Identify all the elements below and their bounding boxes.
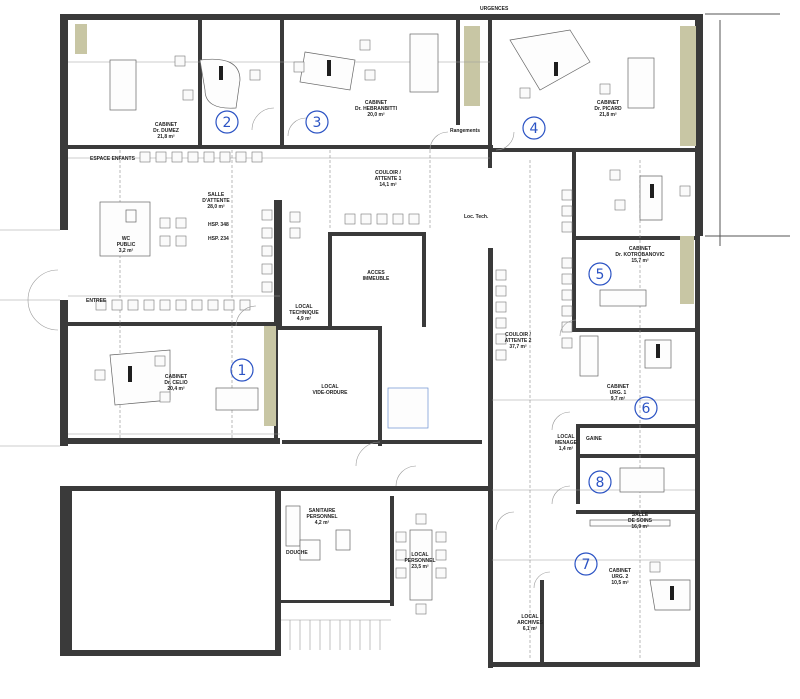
room-number-1: 1	[238, 363, 247, 379]
cab7-name: CABINET	[609, 568, 631, 574]
cab6-sub: URG. 1	[610, 390, 627, 396]
archives-sub: ARCHIVES	[517, 620, 544, 626]
rangements-label: Rangements	[450, 128, 480, 134]
cab2-name: CABINET	[155, 122, 177, 128]
outer-walls	[60, 14, 703, 668]
wcpublic-name: WC	[122, 236, 131, 242]
vide-ordure-name: LOCAL	[321, 384, 338, 390]
attente-sub: D'ATTENTE	[202, 198, 230, 204]
cab1-sub: Dr. CELIO	[164, 380, 187, 386]
room-number-8: 8	[596, 475, 605, 491]
dimension-lines	[68, 61, 695, 660]
menage-area: 1,4 m²	[559, 446, 574, 452]
cab5-area: 15,7 m²	[631, 258, 649, 264]
cab5-name: CABINET	[629, 246, 651, 252]
attente-name: SALLE	[208, 192, 225, 198]
cab4-sub: Dr. PICARD	[594, 106, 622, 112]
cab3-area: 20,0 m²	[367, 112, 385, 118]
archives-area: 6,1 m²	[523, 626, 538, 632]
cab2-area: 21,8 m²	[157, 134, 175, 140]
wcpublic-area: 3,2 m²	[119, 248, 134, 254]
hsp2-label: HSP. 234	[208, 236, 229, 242]
acces-name: ACCES	[367, 270, 385, 276]
door-swings	[27, 107, 577, 589]
hsp1-label: HSP. 348	[208, 222, 229, 228]
vide-ordure-sub: VIDE-ORDURE	[312, 390, 348, 396]
room-labels: URGENCES CABINET Dr. DUMEZ 21,8 m² CABIN…	[86, 6, 665, 632]
cab6-area: 9,7 m²	[611, 396, 626, 402]
archives-name: LOCAL	[521, 614, 538, 620]
green-walls	[75, 24, 696, 426]
cab3-name: CABINET	[365, 100, 387, 106]
cab3-sub: Dr. HEBRANBITTI	[355, 106, 398, 112]
personnel-area: 23,5 m²	[411, 564, 429, 570]
menage-sub: MENAGE	[555, 440, 578, 446]
soins-sub: DE SOINS	[628, 518, 653, 524]
cab7-sub: URG. 2	[612, 574, 629, 580]
couloir2-sub: ATTENTE 2	[505, 338, 532, 344]
room-number-3: 3	[313, 115, 322, 131]
soins-area: 16,9 m²	[631, 524, 649, 530]
furniture	[94, 29, 691, 650]
cab4-area: 21,8 m²	[599, 112, 617, 118]
couloir1-sub: ATTENTE 1	[375, 176, 402, 182]
cab5-sub: Dr. KOTROBANOVIC	[615, 252, 665, 258]
handwritten-room-numbers: 2 3 4 5 6 1 7 8	[215, 110, 658, 576]
room-number-2: 2	[223, 115, 232, 131]
acces-sub: IMMEUBLE	[363, 276, 390, 282]
cab4-name: CABINET	[597, 100, 619, 106]
couloir1-area: 14,1 m²	[379, 182, 397, 188]
cab1-area: 20,4 m²	[167, 386, 185, 392]
couloir2-name: COULOIR /	[505, 332, 531, 338]
douche-label: DOUCHE	[286, 550, 308, 556]
wcpublic-sub: PUBLIC	[117, 242, 136, 248]
cab7-area: 10,5 m²	[611, 580, 629, 586]
sanitaire-area: 4,2 m²	[315, 520, 330, 526]
tech-area: 4,9 m²	[297, 316, 312, 322]
tech-sub: TECHNIQUE	[289, 310, 319, 316]
room-number-5: 5	[596, 267, 605, 283]
attente-area: 28,0 m²	[207, 204, 225, 210]
room-number-4: 4	[530, 121, 539, 137]
personnel-name: LOCAL	[411, 552, 428, 558]
room-number-7: 7	[582, 557, 591, 573]
interior-walls	[68, 20, 695, 665]
entree-label: ENTREE	[86, 298, 107, 304]
sanitaire-name: SANITAIRE	[309, 508, 336, 514]
personnel-sub: PERSONNEL	[404, 558, 435, 564]
menage-name: LOCAL	[557, 434, 574, 440]
couloir1-name: COULOIR /	[375, 170, 401, 176]
room-number-6: 6	[642, 401, 651, 417]
sanitaire-sub: PERSONNEL	[306, 514, 337, 520]
cab1-name: CABINET	[165, 374, 187, 380]
tech-name: LOCAL	[295, 304, 312, 310]
cab2-sub: Dr. DUMEZ	[153, 128, 179, 134]
title-block-label: URGENCES	[480, 6, 509, 12]
loc-tech-label: Loc. Tech.	[464, 214, 489, 220]
espace-enfants-label: ESPACE ENFANTS	[90, 156, 136, 162]
gaine-label: GAINE	[586, 436, 603, 442]
soins-name: SALLE	[632, 512, 649, 518]
couloir2-area: 37,7 m²	[509, 344, 527, 350]
cab6-name: CABINET	[607, 384, 629, 390]
